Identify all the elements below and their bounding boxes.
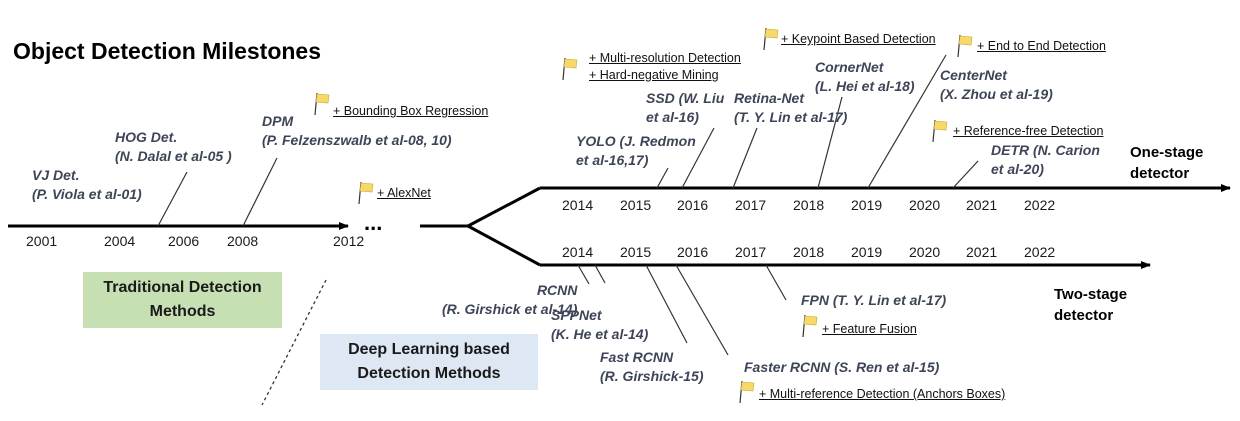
- leader-fast-rcnn: [645, 264, 688, 344]
- year-label: 2008: [227, 233, 259, 249]
- leader-detr: [952, 160, 979, 189]
- year-label: 2020: [909, 197, 941, 213]
- year-label: 2020: [909, 244, 941, 260]
- year-label: 2016: [677, 244, 709, 260]
- ellipsis: ...: [364, 210, 383, 235]
- milestone-vj: VJ Det. (P. Viola et al-01): [32, 167, 142, 202]
- leader-yolo: [656, 167, 669, 189]
- milestone-yolo: YOLO (J. Redmon et al-16,17): [576, 133, 696, 168]
- feature-reference-free: + Reference-free Detection: [953, 124, 1104, 138]
- leader-ssd: [681, 127, 715, 189]
- year-label: 2019: [851, 244, 883, 260]
- year-label: 2012: [333, 233, 365, 249]
- year-label: 2014: [562, 244, 594, 260]
- feature-keypoint: + Keypoint Based Detection: [781, 32, 936, 46]
- year-label: 2015: [620, 244, 652, 260]
- branch-down: [467, 224, 541, 267]
- one-stage-label: One-stage detector: [1130, 144, 1204, 182]
- feature-multi-reference: + Multi-reference Detection (Anchors Box…: [759, 387, 1006, 401]
- year-label: 2006: [168, 233, 200, 249]
- milestone-faster-rcnn: Faster RCNN (S. Ren et al-15): [744, 359, 940, 375]
- leader-rcnn: [577, 264, 590, 285]
- year-label: 2016: [677, 197, 709, 213]
- year-label: 2021: [966, 197, 998, 213]
- two-stage-label: Two-stage detector: [1054, 286, 1128, 324]
- year-label: 2017: [735, 244, 767, 260]
- year-label: 2021: [966, 244, 998, 260]
- deep-learning-methods-box: Deep Learning based Detection Methods: [320, 334, 538, 390]
- milestone-hog: HOG Det. (N. Dalal et al-05 ): [115, 129, 232, 164]
- year-label: 2014: [562, 197, 594, 213]
- milestone-ssd: SSD (W. Liu et al-16): [646, 90, 725, 125]
- year-label: 2015: [620, 197, 652, 213]
- milestone-dpm: DPM (P. Felzenszwalb et al-08, 10): [262, 113, 452, 148]
- milestone-detr: DETR (N. Carion et al-20): [991, 142, 1100, 177]
- year-label: 2018: [793, 244, 825, 260]
- branch-up: [467, 186, 541, 228]
- milestone-fast-rcnn: Fast RCNN (R. Girshick-15): [600, 349, 704, 384]
- leader-faster-rcnn: [675, 264, 729, 356]
- leader-retinanet: [732, 127, 758, 189]
- milestone-sppnet: SPPNet (K. He et al-14): [551, 307, 649, 342]
- milestone-retinanet: Retina-Net (T. Y. Lin et al-17): [734, 90, 848, 125]
- milestone-cornernet: CornerNet (L. Hei et al-18): [815, 59, 915, 94]
- leader-sppnet: [594, 264, 606, 284]
- feature-end-to-end: + End to End Detection: [977, 39, 1106, 53]
- milestone-centernet: CenterNet (X. Zhou et al-19): [940, 67, 1053, 102]
- year-label: 2017: [735, 197, 767, 213]
- page-title: Object Detection Milestones: [13, 38, 322, 64]
- feature-hard-negative: + Hard-negative Mining: [589, 68, 719, 82]
- year-label: 2022: [1024, 244, 1056, 260]
- leader-dpm: [242, 157, 278, 227]
- leader-centernet: [867, 54, 947, 189]
- traditional-methods-box: Traditional Detection Methods: [83, 272, 282, 328]
- feature-multi-resolution: + Multi-resolution Detection: [589, 51, 741, 65]
- milestone-rcnn: RCNN (R. Girshick et al-14): [442, 282, 578, 317]
- year-label: 2019: [851, 197, 883, 213]
- feature-feature-fusion: + Feature Fusion: [822, 322, 917, 336]
- year-label: 2004: [104, 233, 136, 249]
- year-label: 2001: [26, 233, 58, 249]
- milestone-fpn: FPN (T. Y. Lin et al-17): [801, 292, 947, 308]
- feature-alexnet: + AlexNet: [377, 186, 431, 200]
- year-label: 2022: [1024, 197, 1056, 213]
- leader-fpn: [765, 264, 787, 301]
- feature-bbox-regression: + Bounding Box Regression: [333, 104, 489, 118]
- year-label: 2018: [793, 197, 825, 213]
- leader-cornernet: [817, 96, 843, 189]
- leader-hog: [157, 171, 188, 227]
